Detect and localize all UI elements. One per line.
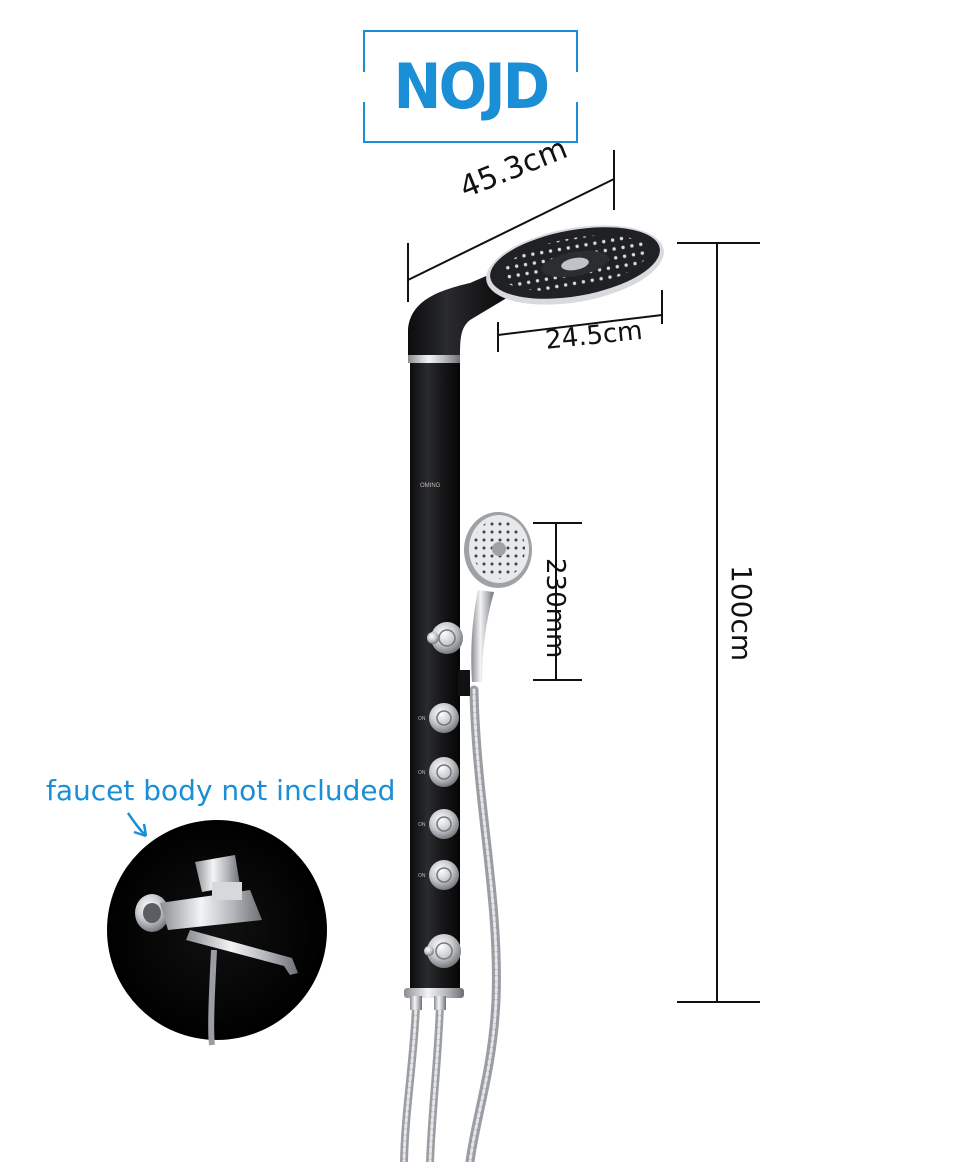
svg-text:OMING: OMING [420,483,441,489]
knob-3: ON [418,757,459,787]
dimension-height-label: 100cm [725,565,758,662]
brand-logo: NOJD [363,30,578,143]
rain-shower-head [486,225,664,305]
control-knobs: ON ON ON ON [418,622,463,968]
knob-5: ON [418,860,459,890]
knob-1 [427,622,463,654]
svg-text:ON: ON [418,716,426,722]
hoses [400,685,501,1162]
dimension-line-width [407,150,615,302]
dimension-line-height [677,242,760,1003]
brand-logo-text: NOJD [393,50,551,123]
svg-text:ON: ON [418,873,426,879]
knob-4: ON [418,809,459,839]
knob-6 [424,934,461,968]
svg-text:ON: ON [418,770,426,776]
dimension-line-head [497,290,663,352]
faucet-image [107,820,327,1046]
dimension-line-handheld [533,522,582,681]
faucet-note: faucet body not included [46,774,396,807]
svg-text:ON: ON [418,822,426,828]
arrow-icon [126,812,148,838]
handheld-shower [464,512,532,682]
knob-2: ON [418,703,459,733]
